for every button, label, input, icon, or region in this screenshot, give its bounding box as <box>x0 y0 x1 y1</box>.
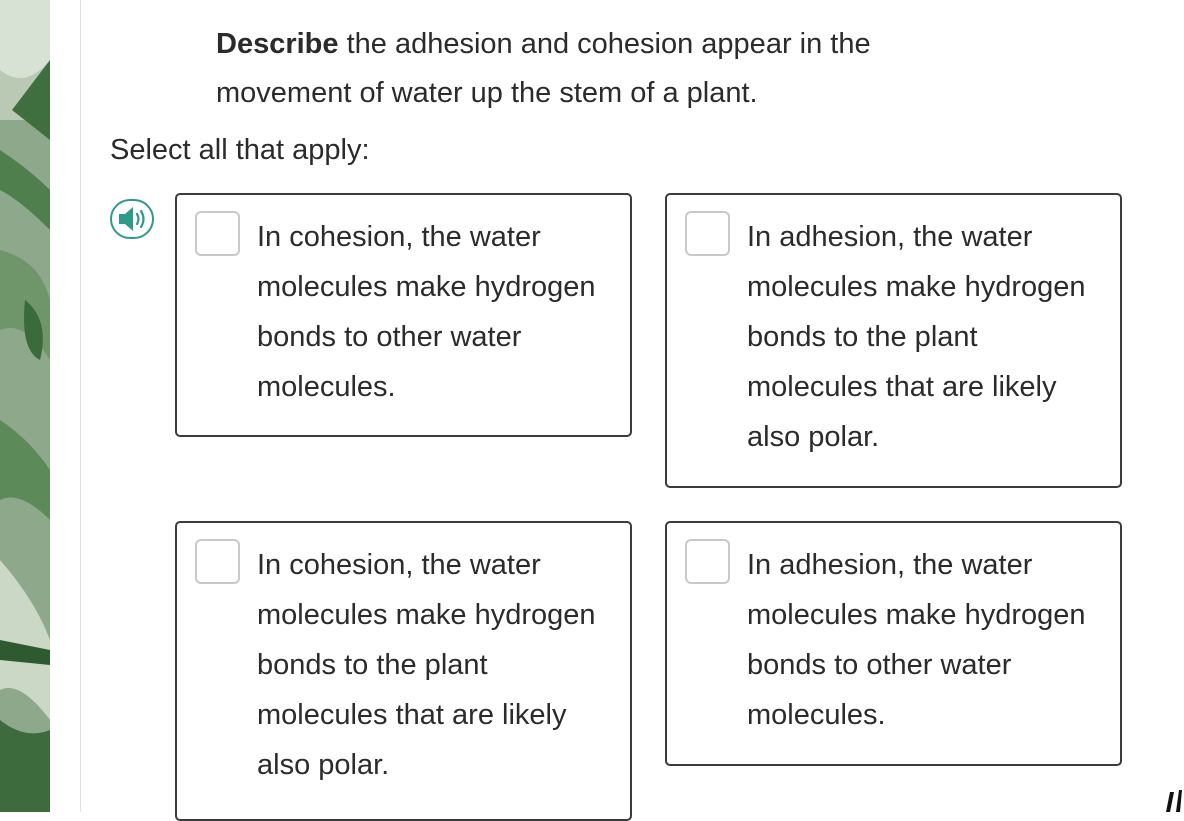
prompt-bold-word: Describe <box>216 28 339 60</box>
answer-option-1[interactable]: In cohesion, the water molecules make hy… <box>175 193 632 437</box>
speaker-icon <box>119 207 145 231</box>
checkbox[interactable] <box>685 539 730 584</box>
audio-button[interactable] <box>110 199 154 239</box>
prompt-text: the adhesion and cohesion appear in the … <box>216 28 871 109</box>
question-prompt: Describe the adhesion and cohesion appea… <box>216 20 976 118</box>
select-instruction: Select all that apply: <box>110 134 370 166</box>
option-label: In adhesion, the water molecules make hy… <box>747 221 1086 453</box>
checkbox[interactable] <box>195 539 240 584</box>
decorative-background <box>0 0 50 812</box>
answer-option-4[interactable]: In adhesion, the water molecules make hy… <box>665 521 1122 766</box>
answer-option-3[interactable]: In cohesion, the water molecules make hy… <box>175 521 632 821</box>
checkbox[interactable] <box>685 211 730 256</box>
checkbox[interactable] <box>195 211 240 256</box>
option-label: In cohesion, the water molecules make hy… <box>257 549 596 781</box>
option-label: In adhesion, the water molecules make hy… <box>747 549 1086 731</box>
option-label: In cohesion, the water molecules make hy… <box>257 221 596 403</box>
answer-option-2[interactable]: In adhesion, the water molecules make hy… <box>665 193 1122 488</box>
scroll-edge <box>1151 0 1184 812</box>
